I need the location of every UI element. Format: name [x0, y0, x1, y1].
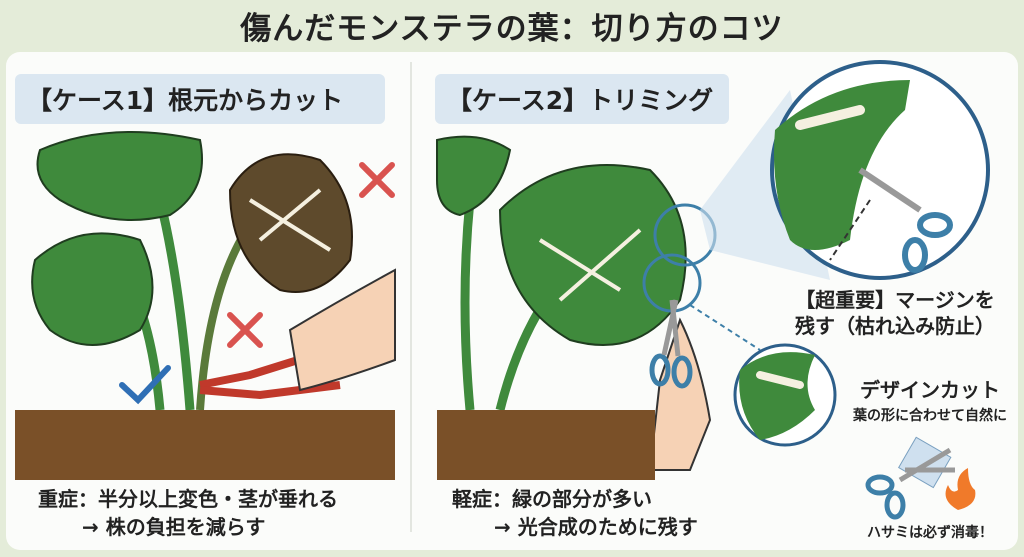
margin-note-line2: 残す（枯れ込み防止） — [795, 314, 995, 338]
healthy-leaf — [31, 232, 154, 346]
case2-caption-line2: → 光合成のために残す — [494, 515, 698, 539]
design-cut-title: デザインカット — [860, 378, 1000, 402]
design-cut-detail-circle — [733, 343, 837, 447]
left-plant-illustration — [31, 131, 353, 411]
margin-note-line1: 【超重要】マージンを — [795, 288, 995, 312]
case2-label: 【ケース2】トリミング — [435, 74, 729, 124]
flame-icon — [945, 468, 976, 510]
disinfect-note: ハサミは必ず消毒！ — [867, 525, 993, 541]
page-title: 傷んだモンステラの葉：切り方のコツ — [240, 10, 784, 47]
case1-caption-line1: 重症：半分以上変色・茎が垂れる — [38, 487, 338, 511]
pruning-shears-icon — [199, 268, 396, 400]
design-cut-note: デザインカット 葉の形に合わせて自然に — [840, 374, 1020, 425]
cross-mark-icon — [227, 162, 395, 348]
case1-label: 【ケース1】根元からカット — [15, 74, 385, 124]
panel-divider — [410, 62, 412, 532]
margin-note: 【超重要】マージンを 残す（枯れ込み防止） — [775, 287, 1015, 339]
right-plant-illustration — [436, 90, 830, 471]
healthy-leaf — [36, 131, 203, 221]
design-cut-subtitle: 葉の形に合わせて自然に — [853, 408, 1007, 424]
healthy-leaf — [436, 135, 512, 217]
scissors-icon — [649, 299, 693, 389]
trimmed-leaf — [498, 164, 687, 346]
case1-caption-line2: → 株の負担を減らす — [82, 515, 266, 539]
disinfect-scissors-icon — [865, 436, 955, 520]
right-pot — [437, 410, 655, 480]
check-mark-icon — [119, 365, 171, 405]
left-pot — [15, 410, 395, 480]
case1-caption: 重症：半分以上変色・茎が垂れる → 株の負担を減らす — [38, 485, 338, 541]
case2-caption: 軽症：緑の部分が多い → 光合成のために残す — [452, 485, 698, 541]
damaged-leaf — [228, 153, 353, 293]
case2-caption-line1: 軽症：緑の部分が多い — [452, 487, 652, 511]
margin-detail-circle — [770, 60, 990, 280]
